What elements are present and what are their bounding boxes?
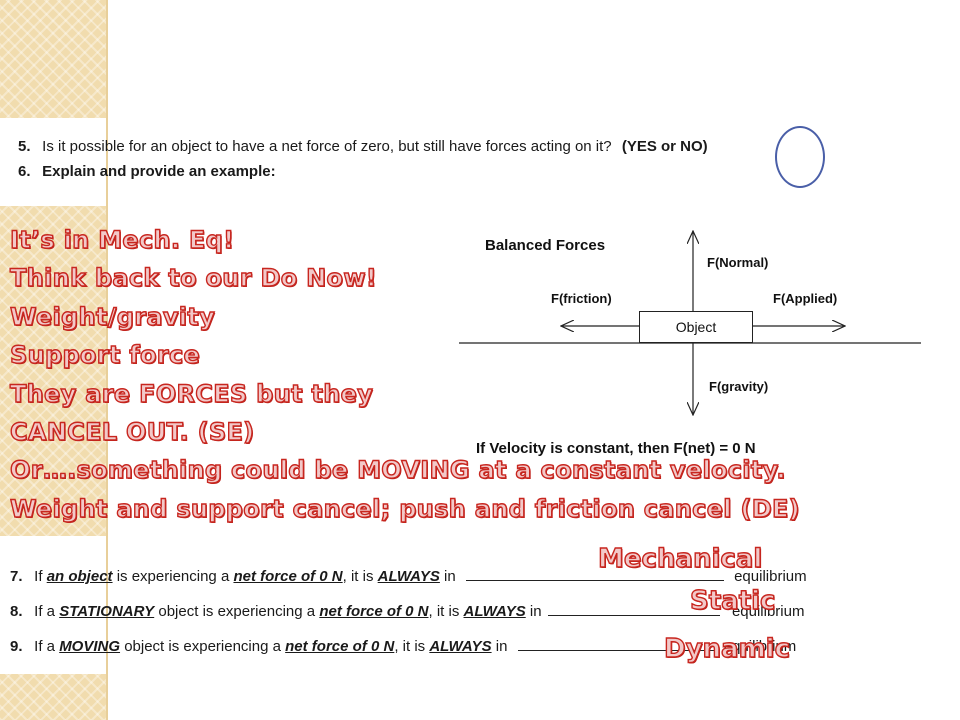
text-part: object is experiencing a bbox=[154, 603, 320, 620]
answer-q7-mechanical: Mechanical bbox=[597, 543, 763, 574]
text-part: object is experiencing a bbox=[120, 638, 286, 655]
text-part: , it is bbox=[394, 638, 430, 655]
object-box: Object bbox=[639, 311, 753, 343]
answer-q8-static: Static bbox=[689, 585, 776, 616]
emphasis-net-force: net force of 0 N bbox=[233, 568, 343, 585]
annotation-line-4: Support force bbox=[9, 340, 201, 369]
question-number: 5. bbox=[18, 138, 31, 155]
text-part: in bbox=[439, 568, 456, 585]
strip-gap-bottom bbox=[0, 536, 106, 674]
answer-blank[interactable] bbox=[465, 568, 724, 581]
text-part: If a bbox=[34, 638, 60, 655]
strip-gap-top bbox=[0, 118, 106, 206]
text-part: in bbox=[491, 638, 508, 655]
annotation-line-6: CANCEL OUT. (SE) bbox=[9, 417, 255, 446]
emphasis-net-force: net force of 0 N bbox=[285, 638, 395, 655]
question-number: 7. bbox=[10, 568, 23, 585]
balanced-forces-diagram: Balanced Forces F(Normal) F(friction) F(… bbox=[455, 225, 925, 430]
question-7: 7. If an object is experiencing a net fo… bbox=[10, 568, 807, 585]
annotation-line-1: It’s in Mech. Eq! bbox=[9, 225, 235, 254]
question-text: Is it possible for an object to have a n… bbox=[42, 138, 612, 155]
text-part: is experiencing a bbox=[112, 568, 234, 585]
annotation-line-7: Or….something could be MOVING at a const… bbox=[9, 455, 786, 484]
answer-or-no: or NO) bbox=[661, 138, 708, 155]
text-end: equilibrium bbox=[734, 568, 807, 585]
question-9: 9. If a MOVING object is experiencing a … bbox=[10, 638, 796, 655]
label-gravity: F(gravity) bbox=[709, 379, 769, 394]
label-normal: F(Normal) bbox=[707, 255, 769, 270]
paren-open: ( bbox=[621, 138, 627, 155]
yes-circle-annotation bbox=[775, 126, 825, 188]
text-part: If bbox=[34, 568, 47, 585]
annotation-line-3: Weight/gravity bbox=[9, 302, 216, 331]
question-6: 6. Explain and provide an example: bbox=[18, 163, 276, 180]
question-number: 8. bbox=[10, 603, 23, 620]
emphasis-always: ALWAYS bbox=[377, 568, 440, 585]
text-part: in bbox=[525, 603, 542, 620]
strip-edge bbox=[106, 0, 108, 720]
emphasis-subject: STATIONARY bbox=[59, 603, 155, 620]
emphasis-always: ALWAYS bbox=[429, 638, 492, 655]
answer-blank[interactable] bbox=[517, 638, 714, 651]
label-applied: F(Applied) bbox=[773, 291, 838, 306]
text-end: equilibrium bbox=[723, 638, 797, 655]
annotation-line-5: They are FORCES but they bbox=[9, 379, 374, 408]
text-part: If a bbox=[34, 603, 60, 620]
answer-q9-dynamic: Dynamic bbox=[663, 633, 791, 664]
diagram-title: Balanced Forces bbox=[485, 237, 606, 254]
text-part: , it is bbox=[428, 603, 464, 620]
emphasis-subject: MOVING bbox=[59, 638, 121, 655]
question-number: 6. bbox=[18, 163, 31, 180]
question-5: 5. Is it possible for an object to have … bbox=[18, 138, 708, 155]
diagram-caption: If Velocity is constant, then F(net) = 0… bbox=[476, 440, 756, 457]
emphasis-always: ALWAYS bbox=[463, 603, 526, 620]
text-part: , it is bbox=[342, 568, 378, 585]
question-text: Explain and provide an example: bbox=[42, 163, 276, 180]
question-8: 8. If a STATIONARY object is experiencin… bbox=[10, 603, 804, 620]
emphasis-net-force: net force of 0 N bbox=[319, 603, 429, 620]
text-end: equilibrium bbox=[731, 603, 805, 620]
answer-yes: YES bbox=[626, 138, 657, 155]
answer-blank[interactable] bbox=[547, 603, 720, 616]
emphasis-subject: an object bbox=[46, 568, 113, 585]
diagram-svg bbox=[459, 225, 921, 430]
question-number: 9. bbox=[10, 638, 23, 655]
annotation-line-2: Think back to our Do Now! bbox=[9, 263, 378, 292]
annotation-line-8: Weight and support cancel; push and fric… bbox=[9, 494, 800, 523]
label-friction: F(friction) bbox=[551, 291, 612, 306]
